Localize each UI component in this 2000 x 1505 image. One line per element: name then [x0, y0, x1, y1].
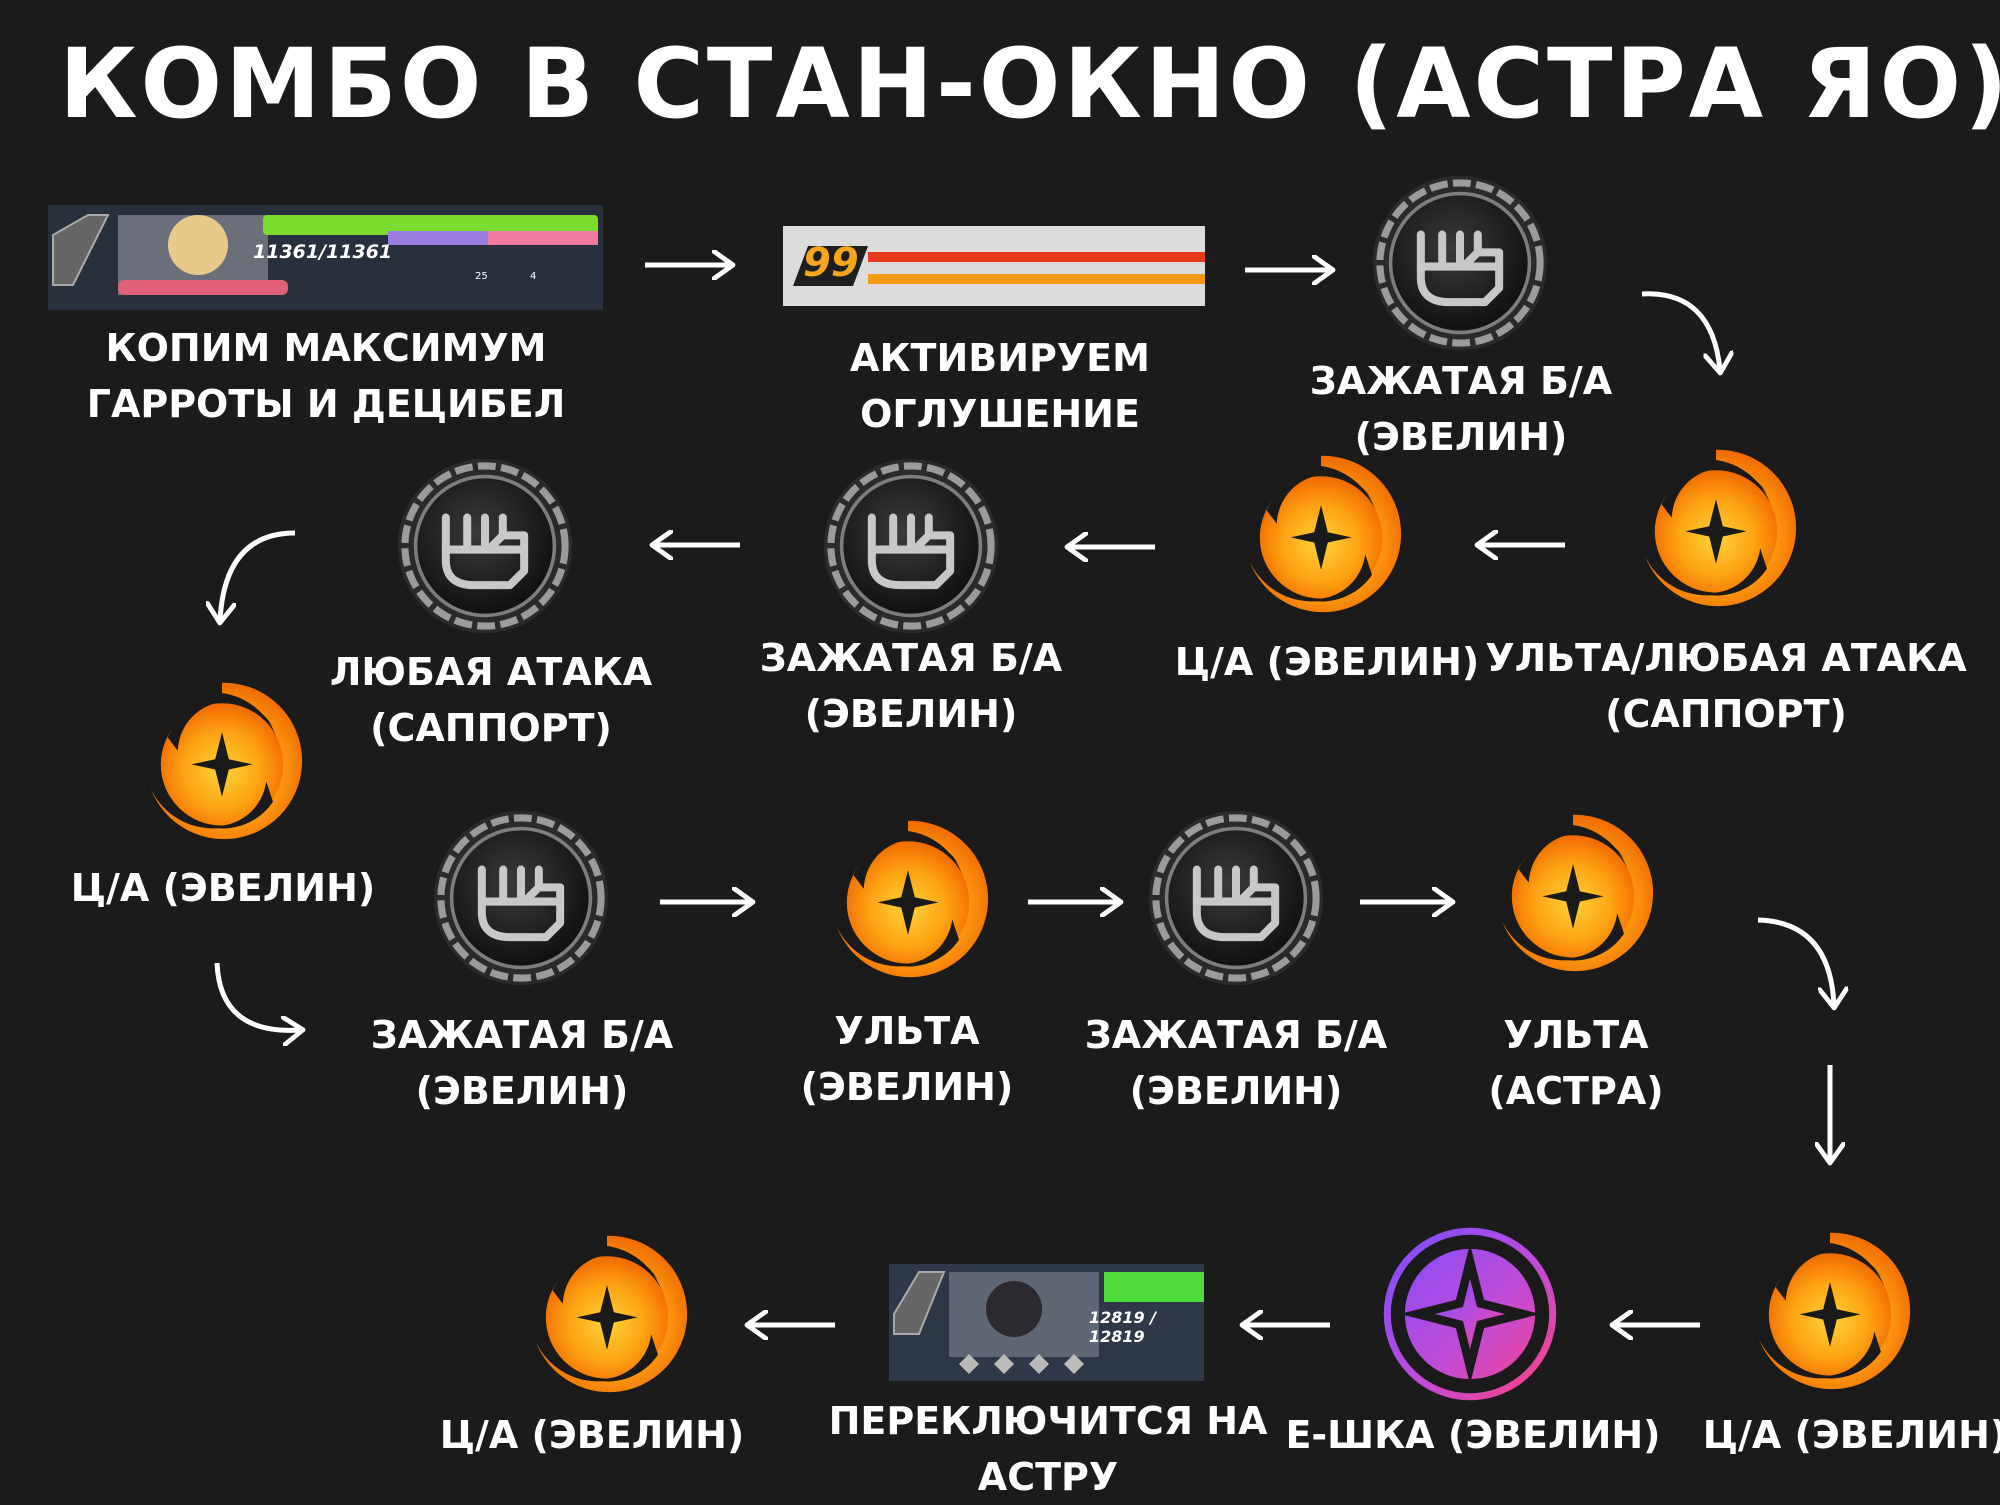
hud-stun-bar: 99 — [783, 226, 1205, 306]
curved-arrow-down-2 — [190, 530, 296, 635]
arrow-right-4 — [1028, 877, 1133, 927]
step-label: УЛЬТА(АСТРА) — [1488, 1013, 1664, 1113]
step-label: УЛЬТА(ЭВЕЛИН) — [800, 1009, 1014, 1109]
arrow-left-4 — [1600, 1300, 1700, 1350]
hud-astra-hp-text: 12819 / 12819 — [1089, 1308, 1157, 1346]
arrow-left-5 — [1230, 1300, 1330, 1350]
purple-eskill-icon — [1382, 1226, 1558, 1402]
fist-icon — [396, 457, 574, 635]
arrow-right-2 — [1245, 245, 1340, 295]
hud-badge-25: 25 — [475, 271, 488, 282]
page-title: КОМБО В СТАН-ОКНО (АСТРА ЯО) — [59, 28, 2000, 140]
curved-arrow-right-1 — [214, 962, 315, 1065]
hud-hp-bar-evelyn: 11361/11361 25 4 — [48, 205, 603, 310]
step-label: ЗАЖАТАЯ Б/А(ЭВЕЛИН) — [370, 1013, 674, 1113]
orange-special-icon — [137, 676, 307, 846]
arrow-left-2 — [1055, 522, 1155, 572]
curved-arrow-down-1 — [1641, 291, 1740, 390]
step-label: ЗАЖАТАЯ Б/А(ЭВЕЛИН) — [1084, 1013, 1388, 1113]
arrow-right-5 — [1360, 877, 1465, 927]
step-label: Ц/А (ЭВЕЛИН) — [70, 866, 376, 910]
hud-hp-text: 11361/11361 — [253, 241, 393, 263]
orange-special-icon — [823, 814, 993, 984]
step-label: ЗАЖАТАЯ Б/А(ЭВЕЛИН) — [1309, 359, 1613, 459]
fist-icon — [1371, 174, 1549, 352]
hud-hp-bar-astra: 12819 / 12819 — [889, 1264, 1204, 1381]
fist-icon — [1147, 809, 1325, 987]
orange-special-icon — [1631, 443, 1801, 613]
step-label: Е-ШКА (ЭВЕЛИН) — [1285, 1413, 1661, 1457]
arrow-left-1 — [1465, 520, 1565, 570]
step-label: ЗАЖАТАЯ Б/А(ЭВЕЛИН) — [759, 636, 1063, 736]
fist-icon — [822, 457, 1000, 635]
step-label: Ц/А (ЭВЕЛИН) — [1702, 1413, 2000, 1457]
step-label: Ц/А (ЭВЕЛИН) — [439, 1413, 745, 1457]
hud-stun-value: 99 — [803, 240, 859, 286]
step-label: УЛЬТА/ЛЮБАЯ АТАКА(САППОРТ) — [1485, 636, 1967, 736]
step-label: Ц/А (ЭВЕЛИН) — [1174, 640, 1480, 684]
orange-special-icon — [1745, 1226, 1915, 1396]
orange-special-icon — [1488, 808, 1658, 978]
hud-badge-4: 4 — [530, 271, 537, 282]
orange-special-icon — [522, 1229, 692, 1399]
curved-arrow-down-3 — [1757, 917, 1860, 1020]
arrow-down-1 — [1805, 1065, 1855, 1170]
arrow-left-3 — [640, 520, 740, 570]
arrow-right-3 — [660, 877, 765, 927]
arrow-left-6 — [735, 1300, 835, 1350]
fist-icon — [432, 809, 610, 987]
step-label: ЛЮБАЯ АТАКА(САППОРТ) — [329, 650, 653, 750]
arrow-right-1 — [645, 240, 740, 290]
orange-special-icon — [1236, 449, 1406, 619]
